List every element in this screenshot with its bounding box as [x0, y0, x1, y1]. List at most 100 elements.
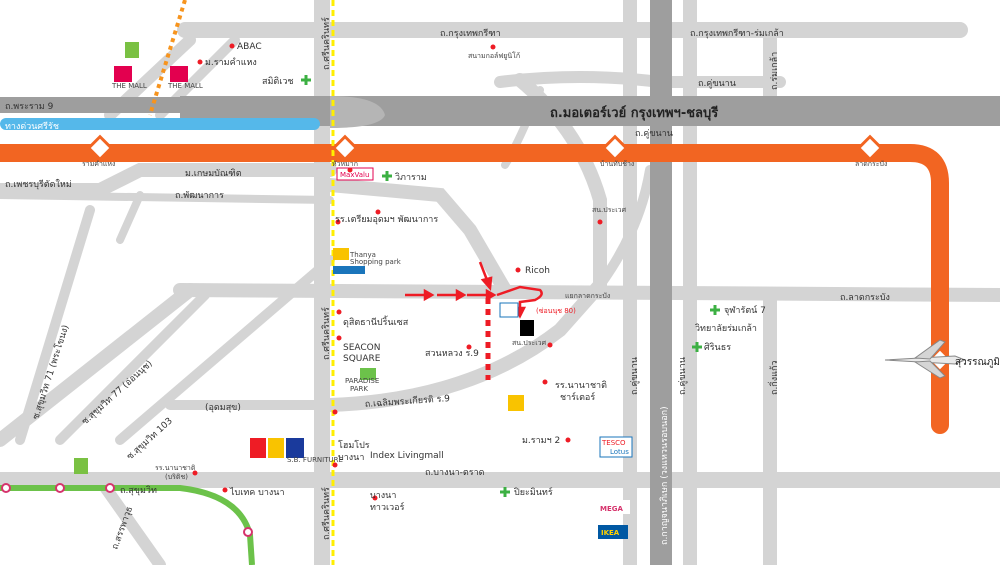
bangna-trat-label: ถ.บางนา-ตราด	[425, 468, 485, 478]
paradise2-label: PARK	[350, 385, 368, 393]
sukhumvit-label: ถ.สุขุมวิท	[120, 485, 157, 496]
rr-nanachat-label: รร.นานาชาติ	[555, 380, 607, 391]
lat-krabang-junction-label: แยกลาดกระบัง	[565, 292, 610, 300]
british-label: (บริติช)	[165, 473, 188, 481]
ramkhamhaeng-u-label: ม.รามคำแหง	[205, 57, 257, 68]
thanya-logo-icon	[333, 248, 349, 260]
krungthep-kreetha-label: ถ.กรุงเทพกรีฑา	[440, 28, 501, 39]
srinakarin-mid-label: ถ.ศรีนครินทร์	[320, 307, 332, 360]
mall2-label: THE MALL	[167, 82, 203, 90]
seacon2-label: SQUARE	[343, 354, 381, 364]
tesco-logo-icon	[599, 436, 633, 458]
logos	[74, 42, 633, 539]
samitivej-label: สมิติเวช	[262, 76, 294, 87]
maxvalu-logo-icon	[336, 167, 374, 181]
ram2-label: ม.รามฯ 2	[522, 436, 560, 446]
lotus-label: Lotus	[610, 448, 629, 456]
suan-luang-label: สวนหลวง ร.9	[425, 349, 479, 359]
bigc2-logo-icon	[508, 395, 524, 411]
airplane-icon	[884, 339, 967, 379]
route-arrows	[405, 261, 543, 319]
phetchaburi-label: ถ.เพชรบุรีตัดใหม่	[5, 179, 72, 190]
motorway-label: ถ.มอเตอร์เวย์ กรุงเทพฯ-ชลบุรี	[550, 105, 718, 121]
kasem-u-label: ม.เกษมบัณฑิต	[185, 168, 242, 179]
vibharam-label: วิภาราม	[395, 172, 427, 183]
sukhumvit103-label: ซ.สุขุมวิท 103	[125, 416, 175, 463]
station-banthapchang-label: บ้านทับช้าง	[600, 160, 634, 168]
ikea-logo-icon	[598, 525, 628, 539]
station-suvarnabhumi-label: สุวรรณภูมิ	[955, 357, 1000, 368]
bangna-label: บางนา	[338, 453, 364, 463]
king-kaew-label: ถ.กิ่งแก้ว	[767, 361, 780, 395]
sn-prawet-top-label: สน.ประเวศ	[592, 206, 627, 214]
piyamin-label: ปิยะมินทร์	[514, 486, 553, 498]
mall-logo-icon	[114, 66, 132, 82]
station-banthapchang-icon	[601, 134, 629, 162]
ikea-label: IKEA	[601, 529, 620, 537]
mall-logo-icon-2	[170, 66, 188, 82]
srinakharinwirot-label: ถ.ศรีนครินทร์	[320, 487, 332, 540]
interchange	[330, 96, 385, 128]
bts-station-icons	[1, 483, 253, 537]
paradise-logo-icon	[360, 368, 376, 380]
khu-khanan-mid-label: ถ.คู่ขนาน	[635, 129, 673, 139]
paradise1-label: PARADISE	[345, 377, 379, 385]
airport-link-line	[0, 144, 949, 434]
building-logo-icon	[520, 320, 534, 336]
sb-sub-label: S.B. FURNITURE	[287, 456, 343, 464]
bitec-bangna-label: ไบเทค บางนา	[229, 487, 285, 498]
rama9-road	[0, 97, 330, 113]
poi-dots	[192, 43, 603, 501]
station-latkrabang-icon	[856, 134, 884, 162]
mall1-label: THE MALL	[111, 82, 147, 90]
homepro2-logo-icon	[250, 438, 266, 458]
tesco-label: TESCO	[601, 439, 626, 447]
udomsuk-label: (อุดมสุข)	[205, 403, 241, 413]
homepro-logo-icon	[333, 266, 365, 274]
khu-khanan-v1-label: ถ.คู่ขนาน	[630, 357, 640, 395]
mega-label: MEGA	[600, 505, 623, 513]
index-label: Index Livingmall	[370, 451, 444, 461]
dusit-label: ดุสิตธานีปริ้นเซส	[343, 315, 409, 328]
wittaya-label: วิทยาลัยร่มเกล้า	[695, 323, 757, 334]
chularat-label: จุฬารัตน์ 7	[724, 304, 766, 316]
rr-nanachat2-label: รร.นานาชาติ	[155, 464, 196, 472]
khu-khanan-v2-label: ถ.คู่ขนาน	[678, 357, 688, 395]
maxvalu-label: MaxValu	[340, 171, 369, 179]
srinakarin-top-label: ถ.ศรีนครินทร์	[320, 17, 332, 70]
triam-label: รร.เตรียมอุดมฯ พัฒนาการ	[335, 214, 438, 225]
lat-krabang-label: ถ.ลาดกระบัง	[840, 293, 890, 303]
bangna-tower1-label: บางนา	[370, 491, 396, 501]
kanchanaphisek-label: ถ.กาญจนาภิเษก (วงแหวนรอบนอก)	[659, 406, 670, 545]
station-ramkhamhaeng-label: รามคำแหง	[82, 160, 115, 168]
station-huamak-label: หัวหมาก	[332, 160, 358, 168]
station-huamak-icon	[331, 134, 359, 162]
tesco-small-logo-icon	[499, 302, 519, 318]
abac-label: ABAC	[237, 42, 262, 52]
khu-khanan-top-label: ถ.คู่ขนาน	[698, 79, 736, 89]
golf-label: สนามกอล์ฟยูนิโก้	[468, 51, 520, 60]
bigc-logo-icon	[125, 42, 139, 58]
thanya-label: Thanya	[349, 251, 376, 259]
station-ramkhamhaeng-icon	[86, 134, 114, 162]
station-latkrabang-label: ลาดกระบัง	[855, 160, 887, 168]
soi-badge-label: (ซ่อนนุช 80)	[536, 307, 576, 315]
bigc3-logo-icon	[74, 458, 88, 474]
index-logo-icon	[268, 438, 284, 458]
charter-label: ชาร์เตอร์	[560, 391, 595, 403]
bangna-tower2-label: ทาวเวอร์	[370, 501, 405, 513]
sirin-label: ศิรินธร	[704, 342, 731, 353]
expressway-band	[0, 118, 320, 130]
pattanakarn-label: ถ.พัฒนาการ	[175, 191, 224, 201]
krungthep-kreetha-romklao-label: ถ.กรุงเทพกรีฑา-ร่มเกล้า	[690, 28, 784, 39]
hospital-icons	[301, 75, 720, 497]
seacon1-label: SEACON	[343, 343, 381, 353]
ricoh-label: Ricoh	[525, 266, 550, 276]
mega-logo-icon	[600, 500, 630, 514]
homepro-label: โฮมโปร	[338, 440, 370, 451]
expressway-label: ทางด่วนศรีรัช	[5, 121, 59, 132]
romklao-label: ถ.ร่มเกล้า	[769, 52, 780, 90]
